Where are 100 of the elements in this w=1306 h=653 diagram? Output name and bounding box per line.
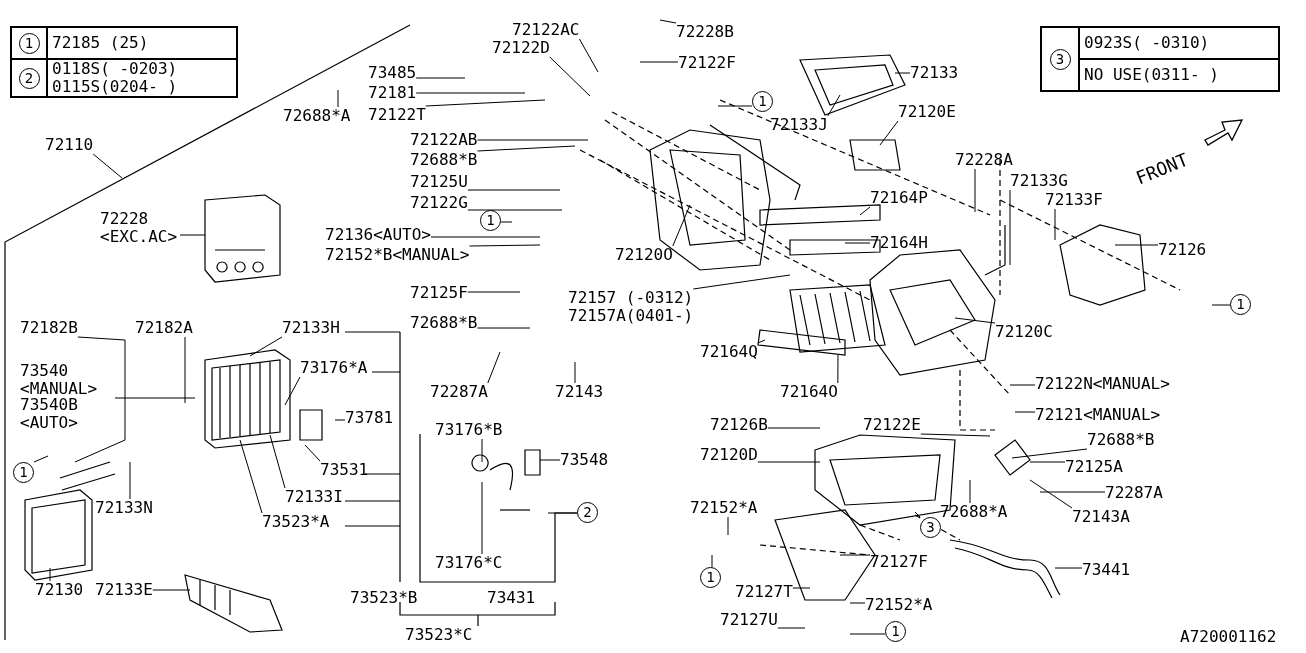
part-number: 72126 <box>1158 241 1207 259</box>
leader-line <box>481 438 483 463</box>
part-number: 72120O <box>615 246 673 264</box>
part-number: 72133 <box>910 64 959 82</box>
leader-line <box>481 481 483 555</box>
leader-line <box>1029 461 1066 463</box>
leader-line <box>476 327 531 329</box>
leader-line <box>1054 208 1056 241</box>
callout-number: 3 <box>920 517 941 538</box>
leader-line <box>672 204 691 247</box>
leader-line <box>415 92 526 94</box>
leader-line <box>49 567 51 582</box>
leader-line <box>574 361 576 384</box>
leader-line <box>954 317 996 324</box>
callout-number: 1 <box>752 91 773 112</box>
leader-line <box>844 242 871 244</box>
part-number: 72130 <box>35 581 84 599</box>
leader-line <box>467 189 561 191</box>
leader-line <box>879 120 899 146</box>
part-number: 73523*A <box>262 513 330 531</box>
part-number: 72133J <box>770 116 828 134</box>
part-number: 72287A <box>430 383 488 401</box>
leader-line <box>415 77 466 79</box>
part-number: 72127F <box>870 553 928 571</box>
part-number: 73485 <box>368 64 417 82</box>
part-number: 72287A <box>1105 484 1163 502</box>
leader-line <box>476 145 576 152</box>
leader-line <box>1054 567 1083 569</box>
part-number: 72122D <box>492 39 550 57</box>
part-number: 72164Q <box>700 343 758 361</box>
leader-line <box>33 455 49 463</box>
leader-line <box>467 209 563 211</box>
leader-line <box>284 376 301 406</box>
part-number: 73176*C <box>435 554 503 572</box>
leader-line <box>757 461 821 463</box>
part-number: 72125A <box>1065 458 1123 476</box>
leader-line <box>304 444 321 462</box>
part-number: 73540B <AUTO> <box>20 396 115 432</box>
leader-line <box>578 38 599 73</box>
part-number: 72125U <box>410 173 468 191</box>
leader-line <box>74 336 126 463</box>
leader-line <box>727 516 729 536</box>
part-number: 72133G <box>1010 172 1068 190</box>
part-number: 72164P <box>870 189 928 207</box>
leader-line <box>476 139 589 141</box>
part-number: 73431 <box>487 589 536 607</box>
part-number: 73176*A <box>300 359 368 377</box>
part-number: 73781 <box>345 409 394 427</box>
leader-line <box>1211 304 1231 306</box>
part-number: 73540 <MANUAL> <box>20 362 115 398</box>
leader-line <box>849 602 866 604</box>
callout-number: 1 <box>700 567 721 588</box>
leader-line <box>639 61 679 63</box>
leader-line <box>974 168 976 213</box>
leader-line <box>969 479 971 504</box>
part-number: 73523*B <box>350 589 418 607</box>
callout-number: 1 <box>13 462 34 483</box>
table-text: 0118S( -0203) <box>52 60 179 78</box>
callout-number: 1 <box>1230 294 1251 315</box>
leader-line <box>337 89 339 108</box>
leader-line <box>859 206 871 216</box>
leader-line <box>239 439 263 514</box>
part-number: 72120C <box>995 323 1053 341</box>
leader-line <box>467 291 521 293</box>
leader-line <box>894 72 911 74</box>
leader-line <box>837 354 839 384</box>
part-number: 72110 <box>45 136 94 154</box>
part-number: 72125F <box>410 284 468 302</box>
leader-line <box>549 56 591 97</box>
part-number: 72127U <box>720 611 778 629</box>
leader-line <box>914 511 921 518</box>
part-number: 72127T <box>735 583 793 601</box>
leader-line <box>92 153 123 179</box>
table-text: NO USE(0311- ) <box>1084 66 1220 84</box>
part-number: 72228A <box>955 151 1013 169</box>
part-number: 72688*B <box>410 151 478 169</box>
leader-line <box>659 19 677 24</box>
part-number: 72152*A <box>690 499 758 517</box>
part-number: 72121<MANUAL> <box>1035 406 1161 424</box>
leader-line <box>692 274 791 290</box>
part-number: 72143 <box>555 383 604 401</box>
leader-line <box>547 512 578 514</box>
leader-line <box>1009 189 1011 266</box>
part-number: 72120D <box>700 446 758 464</box>
leader-line <box>1039 491 1106 493</box>
part-number: 73441 <box>1082 561 1131 579</box>
callout-number: 1 <box>480 210 501 231</box>
part-number: 72122AB <box>410 131 478 149</box>
part-number: 72688*A <box>940 503 1008 521</box>
part-number: 72122E <box>863 416 921 434</box>
drawing-number: A720001162 <box>1180 628 1277 646</box>
part-number: 72143A <box>1072 508 1130 526</box>
part-number: 72688*A <box>283 107 351 125</box>
table-text: 0115S(0204- ) <box>52 78 179 96</box>
part-number: 72133H <box>282 319 340 337</box>
leader-line <box>469 244 541 247</box>
part-number: 73548 <box>560 451 609 469</box>
part-number: 72164O <box>780 383 838 401</box>
leader-line <box>717 105 753 107</box>
leader-line <box>711 554 713 568</box>
